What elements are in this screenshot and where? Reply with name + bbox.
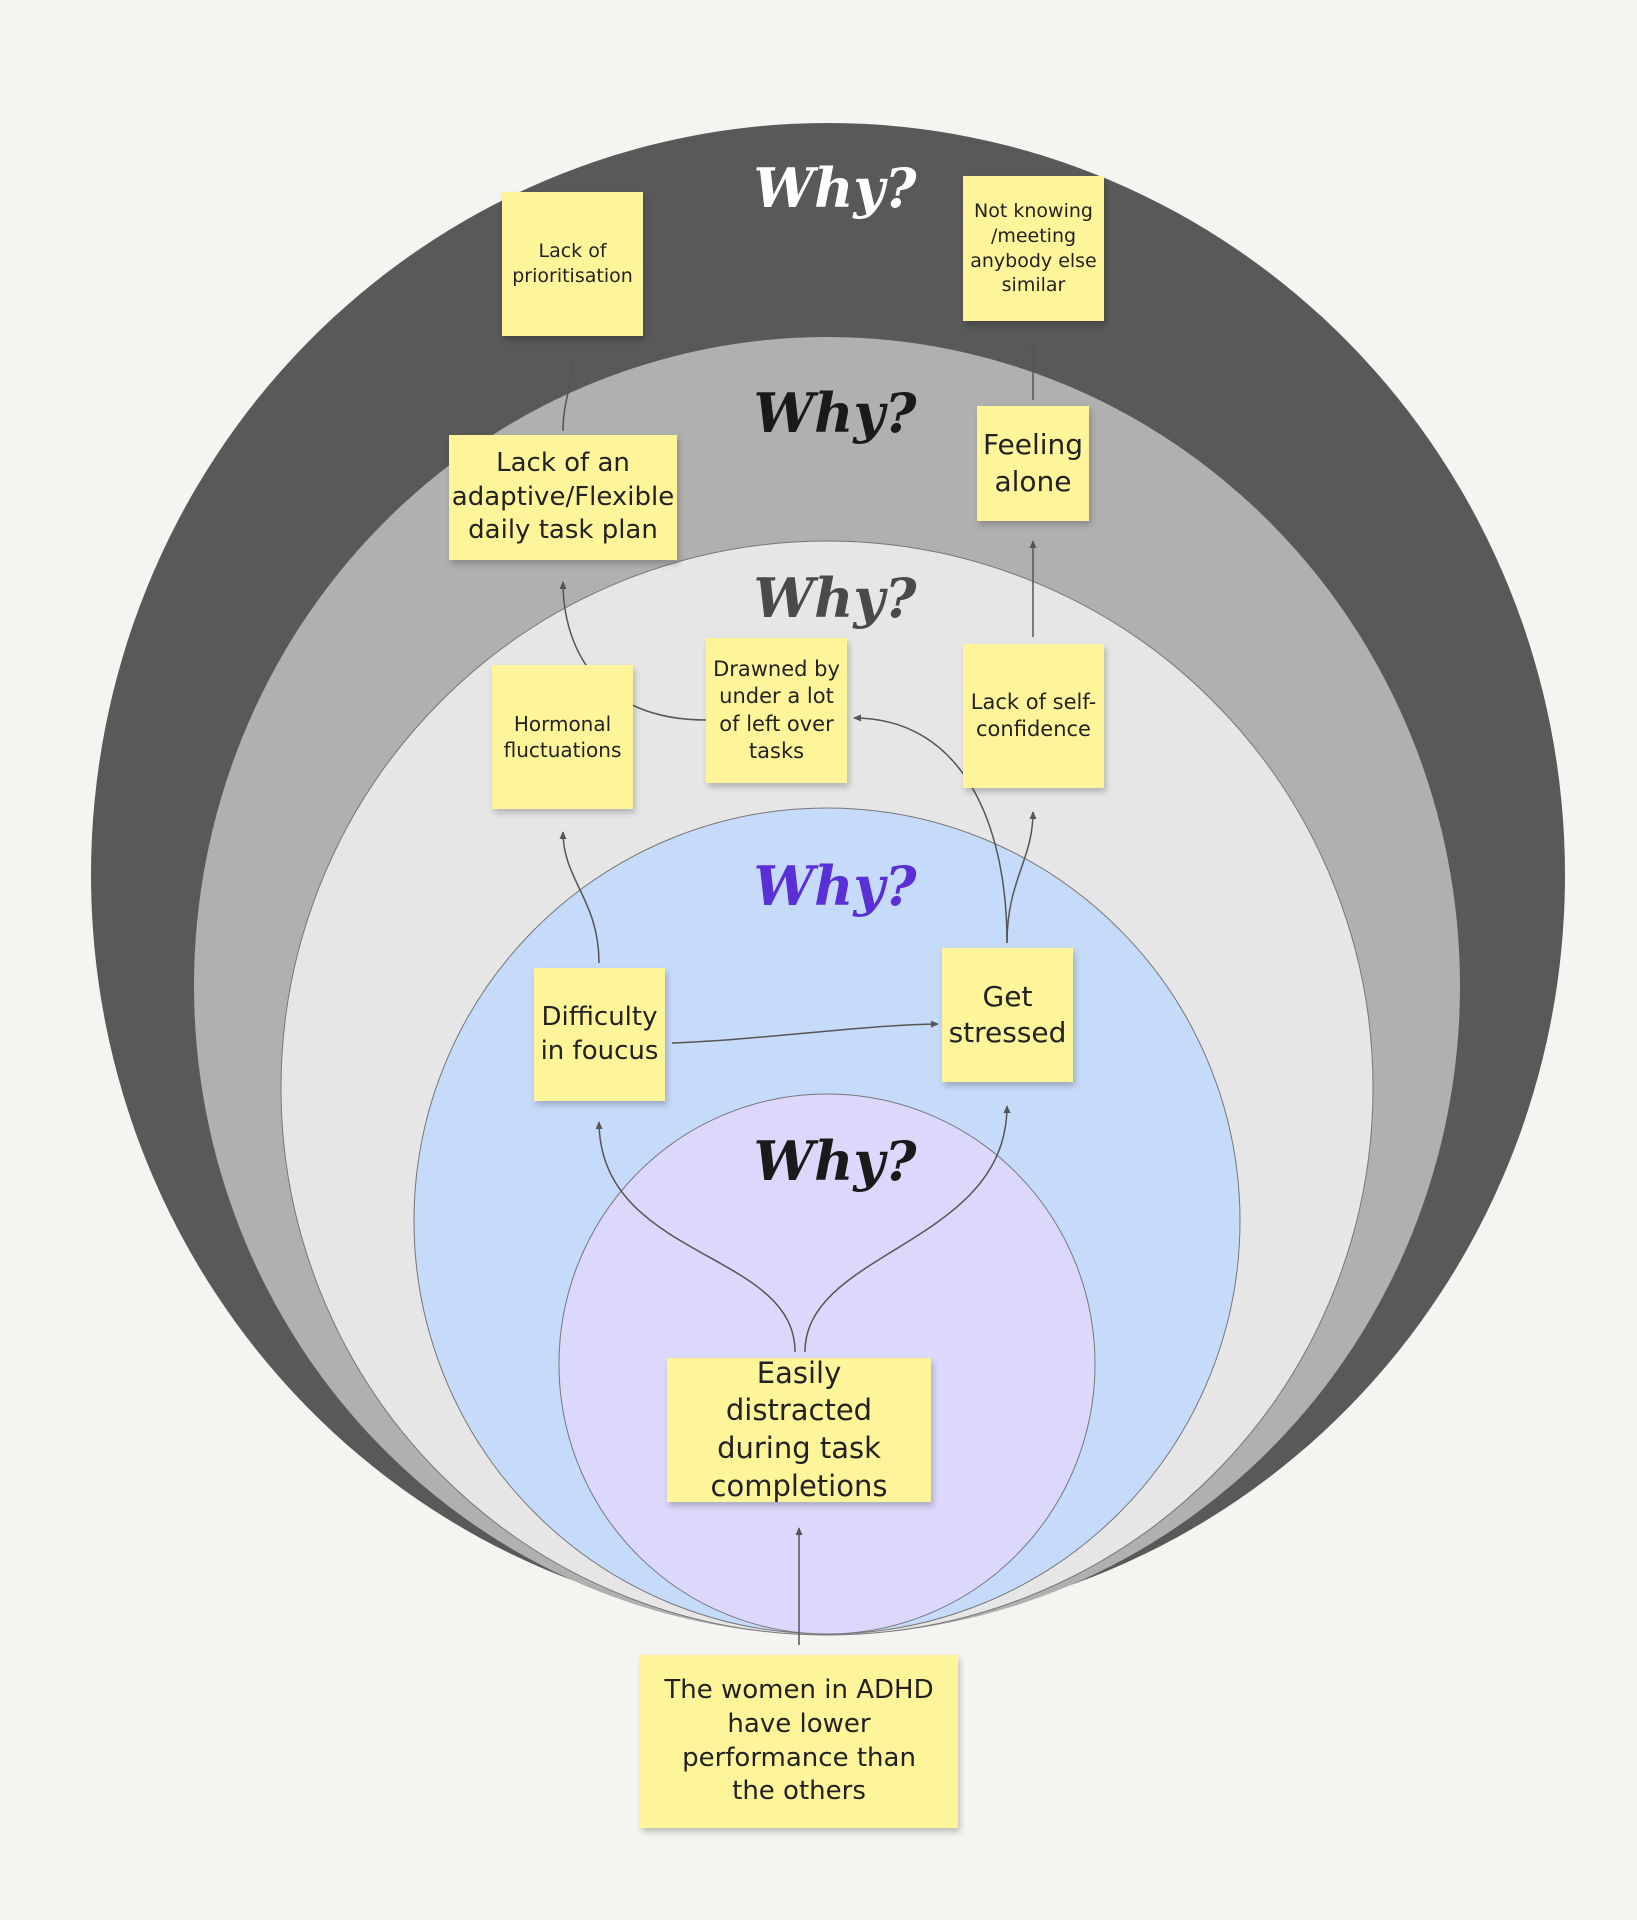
- connector-difficulty-to-stressed: [671, 1020, 939, 1044]
- sticky-easily-distracted[interactable]: Easily distracted during task completion…: [667, 1356, 931, 1503]
- sticky-text: Hormonal fluctuations: [503, 712, 622, 762]
- sticky-text: Difficulty in foucus: [540, 1001, 659, 1066]
- why-label-ring-1: Why?: [754, 156, 918, 220]
- sticky-lack-of-self-confidence[interactable]: Lack of self-confidence: [963, 644, 1104, 788]
- sticky-text: Lack of self-confidence: [970, 689, 1097, 741]
- sticky-get-stressed[interactable]: Get stressed: [942, 948, 1073, 1082]
- sticky-adaptive-task-plan[interactable]: Lack of an adaptive/Flexible daily task …: [449, 435, 677, 560]
- sticky-text: Feeling alone: [982, 428, 1084, 498]
- connector-distracted-to-difficulty: [595, 1121, 796, 1353]
- why-label-ring-5: Why?: [754, 1129, 918, 1193]
- sticky-text: Not knowing /meeting anybody else simila…: [970, 200, 1097, 297]
- sticky-drawned-leftover-tasks[interactable]: Drawned by under a lot of left over task…: [706, 638, 847, 783]
- sticky-feeling-alone[interactable]: Feeling alone: [977, 406, 1089, 521]
- sticky-problem-statement[interactable]: The women in ADHD have lower performance…: [640, 1655, 958, 1828]
- connector-difficulty-to-hormonal: [559, 831, 600, 964]
- sticky-hormonal-fluctuations[interactable]: Hormonal fluctuations: [492, 665, 633, 809]
- why-label-ring-3: Why?: [754, 566, 918, 630]
- sticky-text: The women in ADHD have lower performance…: [664, 1674, 934, 1807]
- connector-stressed-to-confidence: [1006, 811, 1037, 944]
- sticky-lack-of-prioritisation[interactable]: Lack of prioritisation: [502, 192, 643, 336]
- sticky-text: Drawned by under a lot of left over task…: [713, 656, 840, 763]
- sticky-not-knowing-similar[interactable]: Not knowing /meeting anybody else simila…: [963, 176, 1104, 321]
- why-label-ring-2: Why?: [754, 381, 918, 445]
- connector-distracted-to-stressed: [804, 1105, 1011, 1353]
- sticky-text: Lack of an adaptive/Flexible daily task …: [451, 447, 675, 546]
- sticky-difficulty-in-focus[interactable]: Difficulty in foucus: [534, 968, 665, 1101]
- connector-plan-to-prioritisation: [562, 361, 576, 432]
- sticky-text: Lack of prioritisation: [512, 240, 633, 287]
- sticky-text: Easily distracted during task completion…: [710, 1355, 888, 1503]
- sticky-text: Get stressed: [948, 979, 1067, 1049]
- why-label-ring-4: Why?: [754, 854, 918, 918]
